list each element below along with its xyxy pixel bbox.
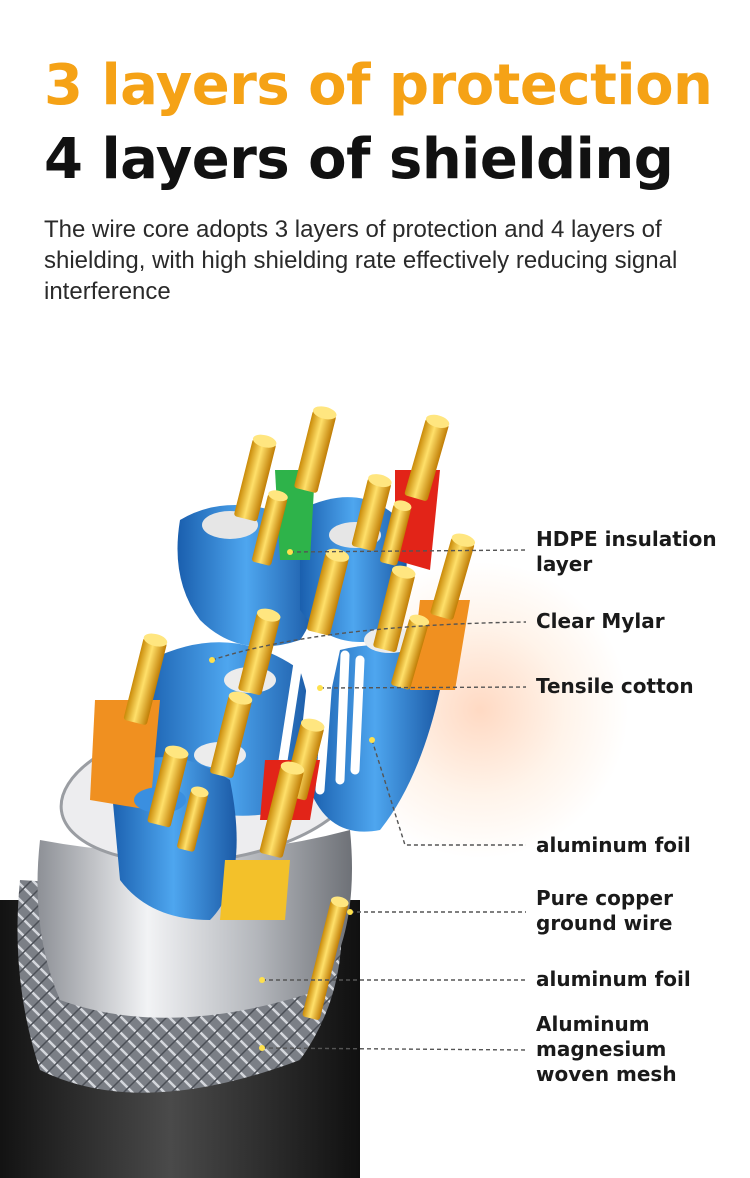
label-aluminum-foil-inner: aluminum foil xyxy=(536,833,691,857)
label-tensile-cotton: Tensile cotton xyxy=(536,674,694,698)
copper-conductor-pins xyxy=(123,406,476,1020)
description-text: The wire core adopts 3 layers of protect… xyxy=(44,216,678,305)
headline-shielding: 4 layers of shielding xyxy=(44,127,674,192)
label-aluminum-foil-outer: aluminum foil xyxy=(536,967,691,991)
label-copper-ground-wire: Pure copper ground wire xyxy=(536,886,673,935)
cable-cross-section-illustration xyxy=(0,406,527,1178)
callout-leader-lines xyxy=(209,549,527,1051)
label-hdpe-insulation: HDPE insulation layer xyxy=(536,527,717,576)
headline-protection: 3 layers of protection xyxy=(44,53,713,118)
label-clear-mylar: Clear Mylar xyxy=(536,609,665,633)
label-woven-mesh: Aluminum magnesium woven mesh xyxy=(536,1012,677,1086)
